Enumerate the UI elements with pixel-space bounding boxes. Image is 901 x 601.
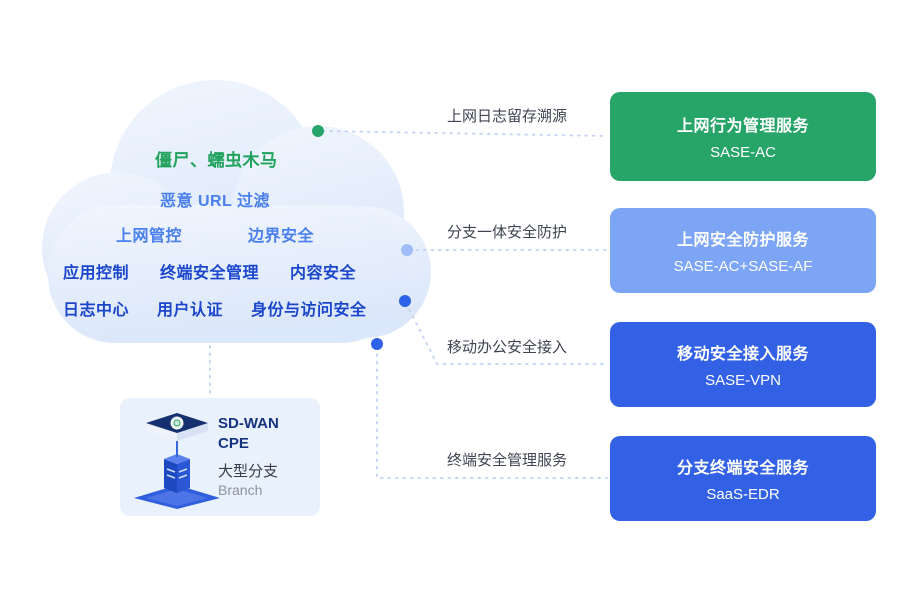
service-card-title: 上网行为管理服务: [676, 118, 809, 135]
cloud-label: 身份与访问安全: [251, 302, 367, 319]
connection-label-3: 移动办公安全接入: [447, 339, 568, 356]
service-card-title: 上网安全防护服务: [676, 232, 809, 249]
cloud-label: 僵尸、蠕虫木马: [155, 151, 278, 170]
service-card-sase-vpn: 移动安全接入服务 SASE-VPN: [610, 322, 876, 407]
cloud-label: 终端安全管理: [160, 265, 260, 282]
connection-label-4: 终端安全管理服务: [447, 452, 568, 469]
cloud-row-identity: 日志中心 用户认证 身份与访问安全: [63, 296, 367, 320]
cloud-label: 日志中心: [63, 302, 130, 319]
cloud-label: 上网管控: [116, 228, 183, 245]
branch-name: 大型分支: [218, 463, 279, 480]
service-card-subtitle: SASE-VPN: [705, 372, 781, 389]
cloud-label: 内容安全: [290, 265, 357, 282]
cloud-row-url-filter: 恶意 URL 过滤: [160, 187, 270, 211]
cloud-label: 用户认证: [157, 302, 224, 319]
connector-lines: [209, 130, 608, 479]
cloud-label: 恶意 URL 过滤: [160, 193, 270, 210]
connector-dot-3: [399, 295, 411, 307]
cloud-label: 边界安全: [248, 228, 315, 245]
connector-line-3: [405, 302, 608, 365]
service-card-title: 移动安全接入服务: [676, 346, 809, 363]
service-card-title: 分支终端安全服务: [676, 460, 809, 477]
connector-dot-2: [401, 244, 413, 256]
service-card-sase-ac-af: 上网安全防护服务 SASE-AC+SASE-AF: [610, 208, 876, 293]
branch-card: SD-WAN CPE 大型分支 Branch: [120, 398, 320, 516]
cloud-row-control: 应用控制 终端安全管理 内容安全: [63, 259, 356, 283]
sdwan-cpe-device-icon: [134, 413, 220, 509]
service-card-subtitle: SaaS-EDR: [706, 486, 780, 503]
connector-line-1: [322, 130, 608, 137]
connection-label-1: 上网日志留存溯源: [447, 108, 568, 125]
branch-name-en: Branch: [218, 482, 263, 498]
connector-dot-1: [312, 125, 324, 137]
service-card-subtitle: SASE-AC: [710, 144, 776, 161]
cloud-row-threats: 僵尸、蠕虫木马: [155, 146, 278, 171]
cloud-label: 应用控制: [63, 265, 130, 282]
branch-device-label: SD-WAN CPE: [218, 415, 279, 452]
connector-line-4: [376, 346, 608, 479]
service-card-subtitle: SASE-AC+SASE-AF: [673, 258, 813, 275]
connection-label-2: 分支一体安全防护: [447, 224, 568, 241]
cloud-shape: [42, 80, 431, 343]
service-card-saas-edr: 分支终端安全服务 SaaS-EDR: [610, 436, 876, 521]
cloud-row-access: 上网管控 边界安全: [116, 222, 314, 246]
connector-dot-4: [371, 338, 383, 350]
service-card-sase-ac: 上网行为管理服务 SASE-AC: [610, 92, 876, 181]
